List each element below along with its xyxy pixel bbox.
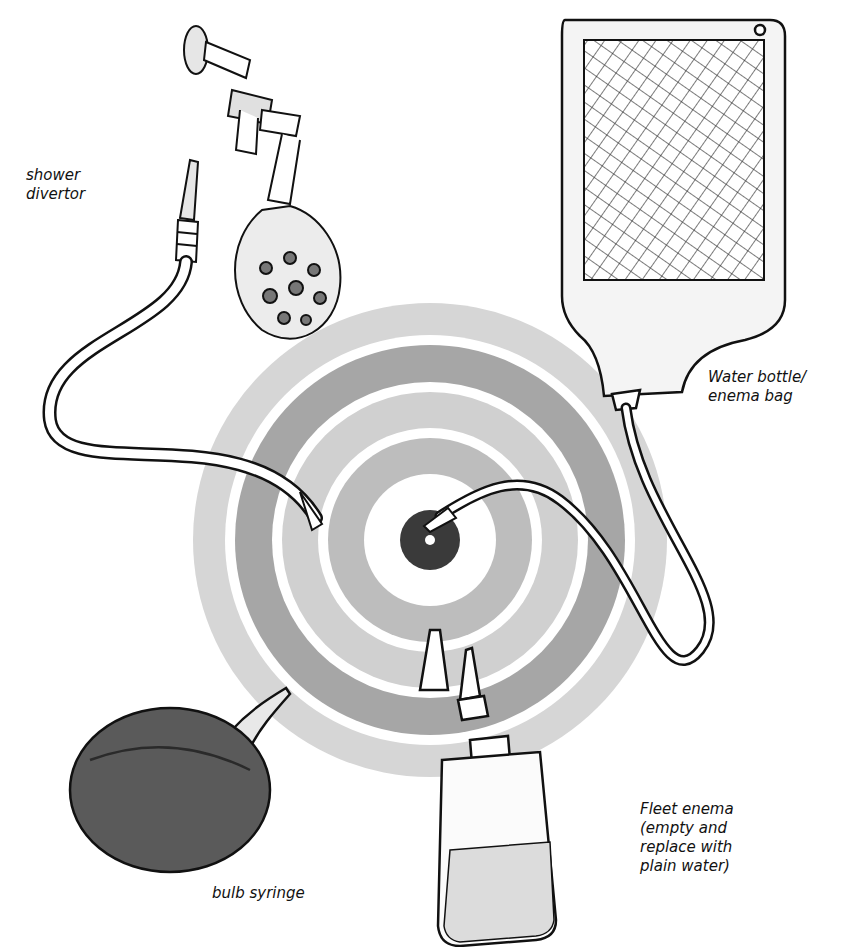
shower-nozzle	[300, 492, 322, 530]
fleet-enema	[420, 630, 556, 946]
bag-hose-inner	[440, 408, 709, 661]
bag-nozzle	[424, 508, 456, 532]
part-label: Water bottle/ enema bag	[708, 368, 828, 406]
enema-bag	[562, 20, 785, 410]
part-label: bulb syringe	[212, 884, 352, 903]
shower-assembly	[176, 26, 340, 339]
shower-hose	[49, 262, 316, 518]
shower-hose-inner	[49, 262, 316, 518]
bulb-syringe	[70, 688, 290, 872]
bag-hose	[440, 408, 709, 661]
part-label: Fleet enema (empty and replace with plai…	[640, 800, 770, 876]
part-label: shower divertor	[26, 166, 116, 204]
